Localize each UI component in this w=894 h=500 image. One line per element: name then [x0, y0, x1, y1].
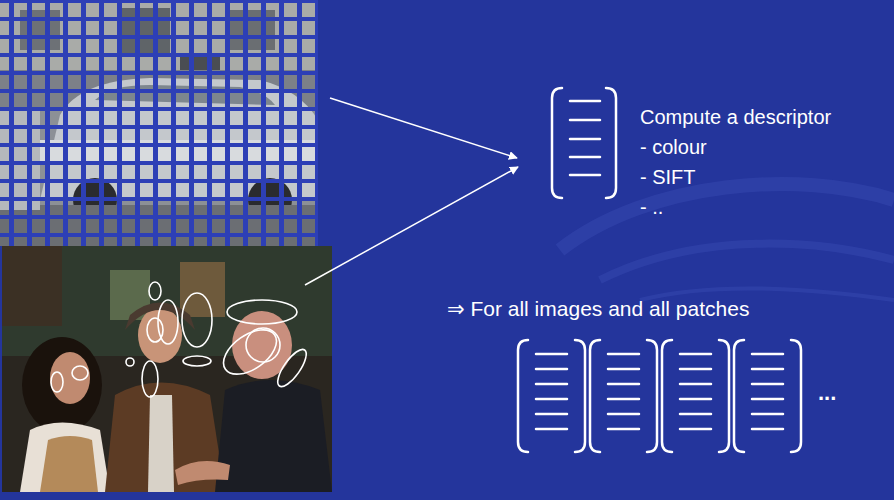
door: [2, 246, 62, 326]
vector-entry: [680, 428, 711, 431]
vector-entry: [536, 368, 567, 371]
descriptor-vector: [518, 340, 585, 452]
white-top: [20, 423, 110, 493]
handshake: [175, 461, 230, 485]
vector-entry: [608, 398, 639, 401]
region-ellipse: [72, 366, 88, 380]
vector-entry: [570, 100, 600, 103]
vector-entry: [536, 398, 567, 401]
step-note: ⇒ For all images and all patches: [447, 296, 749, 321]
descriptor-item: - ..: [640, 195, 663, 219]
vector-entry: [680, 368, 711, 371]
vector-entry: [680, 413, 711, 416]
vector-entry: [680, 398, 711, 401]
vector-entry: [752, 398, 783, 401]
region-ellipses: [51, 282, 311, 397]
suit: [215, 380, 332, 492]
patch-grid: [0, 0, 318, 246]
vector-entry: [536, 353, 567, 356]
vector-entry: [752, 428, 783, 431]
vector-entry: [608, 413, 639, 416]
bracket: [575, 340, 585, 452]
vector-entry: [680, 353, 711, 356]
region-ellipse: [126, 358, 134, 366]
descriptor-vector: [662, 340, 729, 452]
vector-entry: [536, 413, 567, 416]
bracket: [791, 340, 801, 452]
descriptor-item: - colour: [640, 135, 707, 159]
vector-entry: [752, 413, 783, 416]
vector-entry: [680, 383, 711, 386]
region-ellipse: [51, 372, 63, 392]
region-ellipse: [183, 356, 211, 366]
bracket: [734, 340, 744, 452]
region-ellipse: [216, 321, 285, 383]
scarf: [40, 436, 98, 492]
vector-entry: [536, 383, 567, 386]
bracket: [719, 340, 729, 452]
descriptor-vector: [734, 340, 801, 452]
vector-entry: [570, 174, 600, 177]
descriptor-heading: Compute a descriptor: [640, 105, 831, 129]
background-swirl: [560, 184, 894, 300]
region-ellipse: [246, 328, 280, 362]
arrow: [330, 98, 517, 158]
region-ellipse: [182, 293, 212, 347]
bracket: [647, 340, 657, 452]
bracket: [662, 340, 672, 452]
bracket: [518, 340, 528, 452]
vector-entry: [752, 383, 783, 386]
hair: [22, 337, 102, 433]
vector-entry: [752, 353, 783, 356]
vector-entry: [608, 428, 639, 431]
vector-entry: [608, 368, 639, 371]
descriptor-vector: [590, 340, 657, 452]
picture-frame: [180, 262, 225, 317]
bracket: [606, 88, 616, 198]
swirl: [560, 184, 894, 250]
people-photo: [2, 246, 332, 492]
face: [50, 352, 90, 404]
region-ellipse: [227, 300, 297, 324]
swirl: [600, 244, 894, 280]
region-ellipse: [142, 361, 158, 397]
bracket: [552, 88, 562, 198]
vector-entry: [752, 368, 783, 371]
vector-entry: [608, 383, 639, 386]
arrow: [305, 167, 518, 285]
photo-ground: [0, 0, 318, 246]
descriptor-row: [518, 340, 801, 452]
vector-entry: [570, 119, 600, 122]
ellipsis-mark: ...: [818, 380, 836, 406]
vector-entry: [570, 156, 600, 159]
bracket: [590, 340, 600, 452]
region-ellipse: [147, 318, 163, 342]
descriptor-vector: [552, 88, 616, 198]
shirt: [148, 395, 174, 492]
vector-entry: [536, 428, 567, 431]
photo-ground: [2, 246, 332, 492]
region-ellipse: [273, 345, 311, 390]
vector-entry: [608, 353, 639, 356]
vector-entry: [570, 138, 600, 141]
street-photo: [0, 0, 318, 246]
region-ellipse: [149, 282, 161, 300]
descriptor-item: - SIFT: [640, 165, 696, 189]
